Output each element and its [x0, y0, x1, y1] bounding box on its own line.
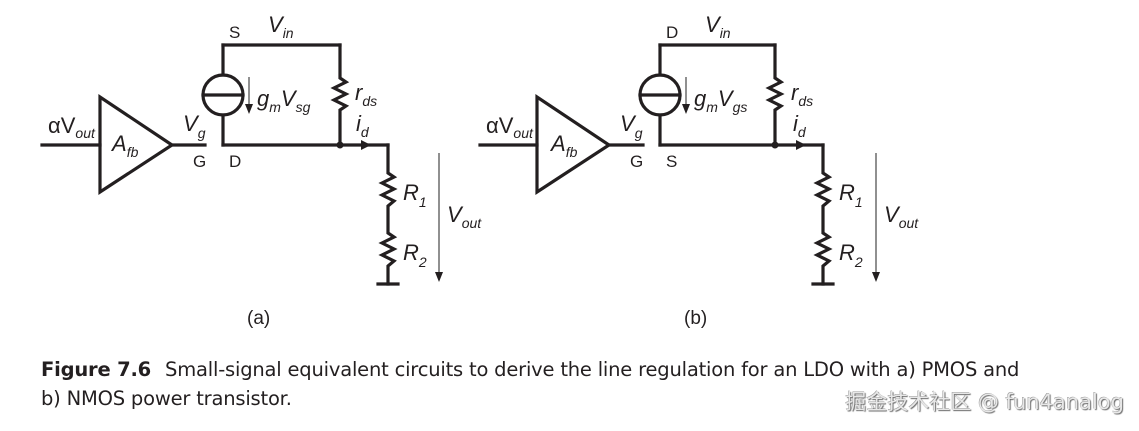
gate-label-a: G	[193, 152, 206, 171]
node-dot-b	[771, 141, 779, 149]
node-dot-a	[336, 141, 344, 149]
gm-arrow-head-b	[682, 104, 690, 114]
circuit-a: αVout Afb Vg G S D Vin gmVsg rds id R1 R…	[40, 12, 482, 329]
rds-resistor-a	[330, 43, 350, 147]
amp-label-a: Afb	[110, 131, 139, 160]
r1-label-a: R1	[403, 180, 427, 210]
amplifier-b	[535, 94, 612, 195]
circuit-b: αVout Afb Vg G D S Vin gmVgs rds id R1 R…	[478, 12, 919, 329]
r1-label-b: R1	[839, 180, 863, 210]
input-label-b: αVout	[486, 113, 534, 141]
caption-line-2: b) NMOS power transistor.	[41, 387, 292, 410]
top-terminal-a: S	[229, 23, 240, 42]
id-label-a: id	[356, 111, 370, 140]
amp-label-b: Afb	[549, 131, 578, 160]
rds-label-a: rds	[355, 80, 377, 109]
rds-label-b: rds	[791, 80, 813, 109]
gm-label-b: gmVgs	[694, 86, 747, 115]
subfigure-label-b: (b)	[684, 308, 707, 329]
top-terminal-b: D	[666, 23, 678, 42]
vg-label-a: Vg	[183, 111, 206, 141]
figure-number: Figure 7.6	[41, 358, 152, 381]
r2-label-a: R2	[403, 240, 427, 270]
vout-arrow-head-b	[872, 272, 880, 282]
circuit-diagrams: αVout Afb Vg G S D Vin gmVsg rds id R1 R…	[40, 12, 919, 329]
vout-label-a: Vout	[447, 202, 482, 231]
id-label-b: id	[793, 111, 807, 140]
vout-label-b: Vout	[884, 202, 919, 231]
r1-r2-resistors-b	[813, 143, 833, 286]
watermark: 掘金技术社区 @ fun4analog	[845, 390, 1124, 414]
gate-label-b: G	[630, 152, 643, 171]
id-arrow-b	[796, 140, 806, 150]
bottom-terminal-a: D	[229, 152, 241, 171]
amplifier-a	[98, 94, 175, 195]
gm-label-a: gmVsg	[257, 86, 311, 115]
rds-resistor-b	[765, 43, 785, 147]
bottom-terminal-b: S	[666, 152, 677, 171]
caption-text-1: Small-signal equivalent circuits to deri…	[165, 358, 1020, 381]
figure-caption: Figure 7.6 Small-signal equivalent circui…	[41, 355, 1121, 413]
vg-label-b: Vg	[620, 111, 643, 141]
r1-r2-resistors-a	[378, 143, 398, 286]
vin-label-a: Vin	[268, 12, 294, 41]
vout-arrow-head-a	[435, 272, 443, 282]
r2-label-b: R2	[839, 240, 863, 270]
subfigure-label-a: (a)	[247, 308, 270, 329]
vin-label-b: Vin	[705, 12, 731, 41]
caption-line-1: Figure 7.6 Small-signal equivalent circui…	[41, 355, 1121, 384]
id-arrow-a	[361, 140, 371, 150]
input-label-a: αVout	[48, 113, 96, 141]
gm-arrow-head-a	[245, 104, 253, 114]
